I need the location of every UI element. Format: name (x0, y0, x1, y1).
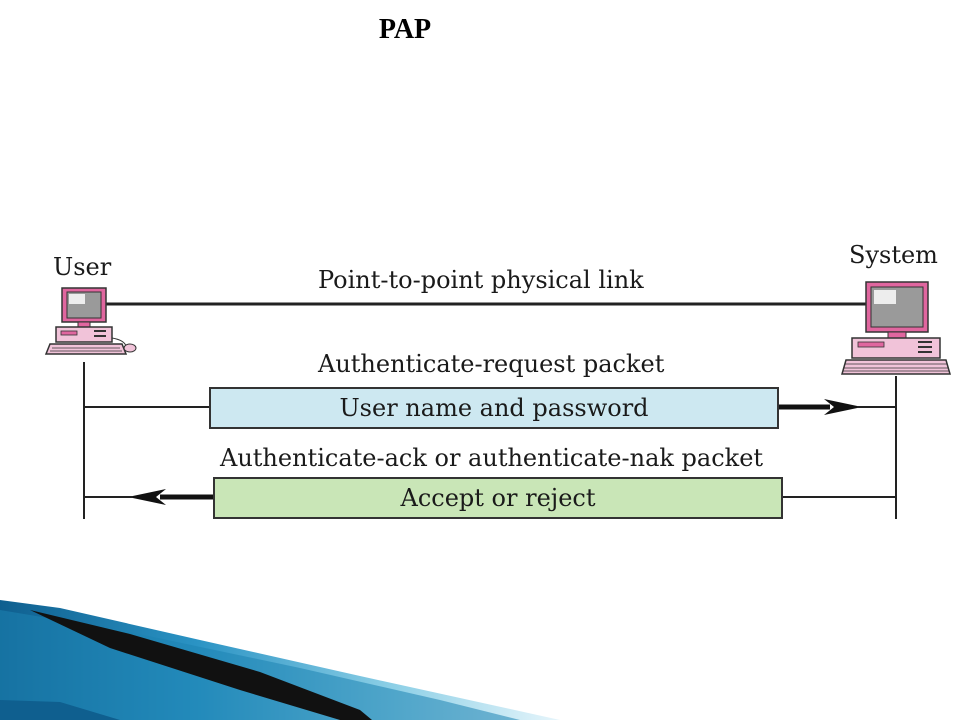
request-packet-label: Authenticate-request packet (318, 350, 665, 378)
system-label: System (849, 241, 938, 269)
request-arrow-head (824, 399, 862, 415)
response-packet-box: Accept or reject (213, 477, 783, 519)
footer-decoration (0, 600, 560, 720)
slide-title: PAP (378, 14, 432, 45)
system-computer-icon (841, 281, 951, 375)
user-computer-icon (44, 287, 137, 355)
user-label: User (53, 253, 112, 281)
response-arrow-head (128, 489, 166, 505)
response-packet-label: Authenticate-ack or authenticate-nak pac… (220, 444, 764, 472)
link-label: Point-to-point physical link (318, 266, 644, 294)
request-packet-box: User name and password (209, 387, 779, 429)
